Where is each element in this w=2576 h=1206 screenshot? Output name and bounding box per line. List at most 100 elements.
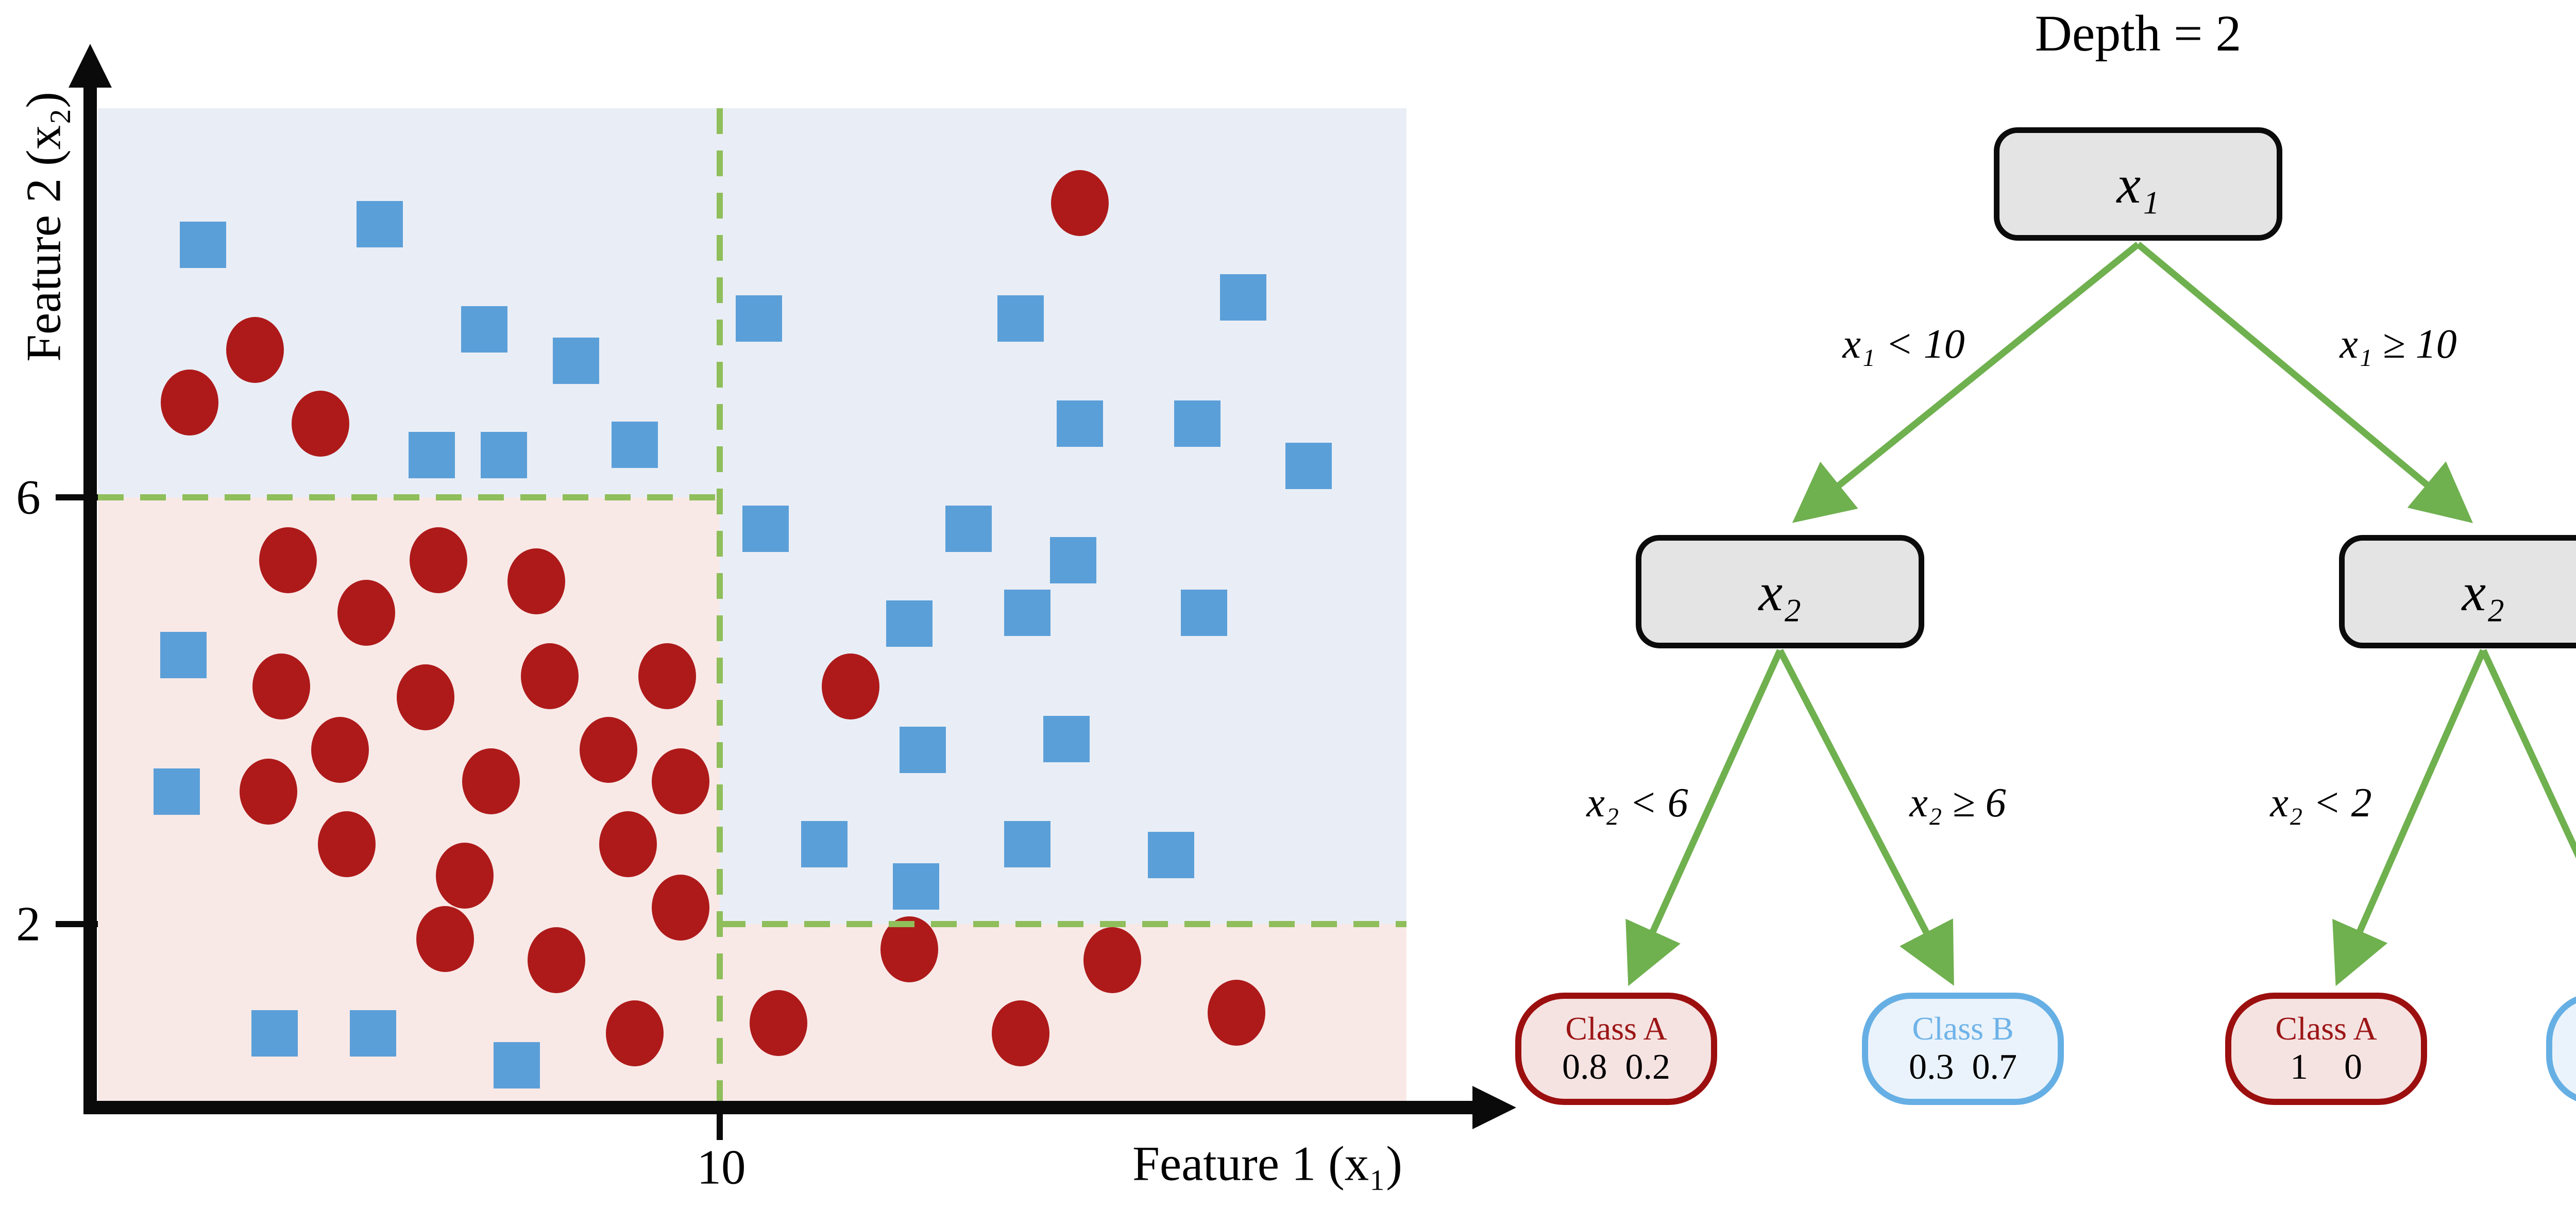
data-point-square [1043, 716, 1090, 763]
data-point-circle [580, 716, 638, 783]
data-point-circle [1083, 927, 1141, 993]
y-tick-2-mark [56, 921, 98, 927]
data-point-square [494, 1042, 540, 1088]
data-point-square [1049, 537, 1096, 584]
region-left-bottom-pink [98, 497, 720, 1108]
data-point-square [349, 1010, 396, 1057]
data-point-square [552, 337, 599, 384]
tree-root-node: x₁ [1994, 127, 2282, 241]
data-point-circle [651, 748, 709, 814]
scatter-markers-layer [153, 170, 1332, 1088]
tree-right-internal-node: x₂ [2339, 535, 2576, 648]
tree-root-node-label: x₁ [2116, 154, 2160, 214]
data-point-square [1174, 400, 1221, 447]
data-point-square [160, 632, 207, 678]
data-point-square [945, 506, 992, 552]
data-point-square [251, 1010, 298, 1057]
tree-right-node-label: x₂ [2462, 561, 2505, 622]
data-point-square [886, 600, 933, 647]
data-point-square [153, 768, 200, 815]
leaf-class-label: Class B [1912, 1010, 2014, 1047]
data-point-square [801, 821, 848, 868]
leaf-class-label: Class A [1565, 1010, 1667, 1047]
data-point-square [893, 863, 939, 910]
data-point-circle [822, 654, 879, 720]
data-point-square [356, 200, 403, 247]
data-point-circle [992, 1000, 1050, 1067]
data-point-circle [599, 811, 657, 878]
data-point-square [1148, 831, 1195, 878]
data-point-square [899, 726, 946, 773]
decision-boundary-x2-right-dashed-line [720, 921, 1406, 927]
tree-left-node-label: x₂ [1758, 561, 1802, 622]
leaf-node-class-b-left: Class B 0.3 0.7 [1862, 993, 2064, 1105]
data-point-circle [337, 580, 396, 646]
data-point-square [1180, 590, 1227, 636]
data-point-circle [318, 811, 376, 878]
data-point-circle [396, 664, 454, 730]
data-point-circle [311, 716, 369, 783]
data-point-circle [880, 916, 939, 983]
region-right-bottom-pink [720, 924, 1406, 1108]
y-axis-line [83, 77, 97, 1114]
x-axis-arrowhead-icon [1472, 1086, 1516, 1129]
data-point-circle [435, 843, 494, 909]
data-point-circle [638, 643, 697, 709]
edge-label-x1-lt-10: x₁ < 10 [1842, 322, 1965, 367]
leaf-probabilities: 0.3 0.7 [1909, 1047, 2017, 1087]
data-point-circle [226, 317, 284, 383]
leaf-node-class-a-left: Class A 0.8 0.2 [1515, 993, 1717, 1105]
data-point-circle [161, 370, 219, 436]
x-tick-10-label: 10 [697, 1140, 746, 1195]
x-axis-title: Feature 1 (x₁) [1132, 1136, 1402, 1191]
tree-left-internal-node: x₂ [1636, 535, 1924, 648]
x-tick-10-mark [717, 1108, 723, 1140]
y-axis-title: Feature 2 (x₂) [16, 92, 71, 362]
y-axis-arrowhead-icon [69, 44, 112, 88]
data-point-square [1004, 821, 1050, 868]
leaf-probabilities: 1 0 [2290, 1047, 2362, 1087]
data-point-square [997, 295, 1044, 342]
data-point-square [742, 506, 789, 552]
data-point-circle [750, 990, 808, 1056]
data-point-square [1220, 274, 1266, 321]
edge-label-x2-ge-6: x₂ ≥ 6 [1909, 780, 2006, 826]
data-point-square [611, 422, 658, 468]
data-point-circle [527, 927, 585, 993]
data-point-circle [1208, 979, 1266, 1046]
scatter-plot: 6 2 10 Feature 1 (x₁) Feature 2 (x₂) [16, 44, 1516, 1195]
data-point-square [461, 306, 507, 353]
data-point-circle [252, 654, 311, 720]
leaf-node-class-a-right: Class A 1 0 [2225, 993, 2427, 1105]
data-point-circle [409, 527, 467, 594]
edge-label-x1-ge-10: x₁ ≥ 10 [2340, 322, 2457, 367]
tree-title: Depth = 2 [2035, 5, 2242, 62]
y-tick-6-label: 6 [16, 470, 41, 525]
data-point-square [736, 295, 783, 342]
edge-label-x2-lt-6: x₂ < 6 [1586, 780, 1688, 826]
data-point-circle [507, 548, 566, 615]
decision-boundary-x2-left-dashed-line [98, 494, 720, 500]
data-point-circle [605, 1000, 664, 1067]
decision-tree-diagram: Depth = 2 [1520, 0, 2576, 1206]
data-point-square [1004, 590, 1050, 636]
data-point-circle [416, 906, 474, 972]
x-axis-line [83, 1101, 1475, 1114]
data-point-circle [292, 391, 350, 457]
y-tick-2-label: 2 [16, 896, 41, 951]
region-right-top-blue [720, 108, 1406, 924]
edge-label-x2-lt-2: x₂ < 2 [2270, 780, 2372, 826]
data-point-circle [239, 759, 297, 825]
leaf-probabilities: 0.8 0.2 [1562, 1047, 1670, 1087]
data-point-square [1285, 442, 1332, 489]
leaf-class-label: Class A [2275, 1010, 2377, 1047]
decision-boundary-x1-dashed-line [717, 108, 723, 1108]
data-point-square [480, 432, 527, 479]
data-point-square [179, 222, 226, 269]
data-point-circle [1050, 170, 1109, 236]
data-point-square [1056, 400, 1103, 447]
data-point-circle [259, 527, 317, 594]
data-point-circle [520, 643, 579, 709]
y-tick-6-mark [56, 494, 98, 500]
